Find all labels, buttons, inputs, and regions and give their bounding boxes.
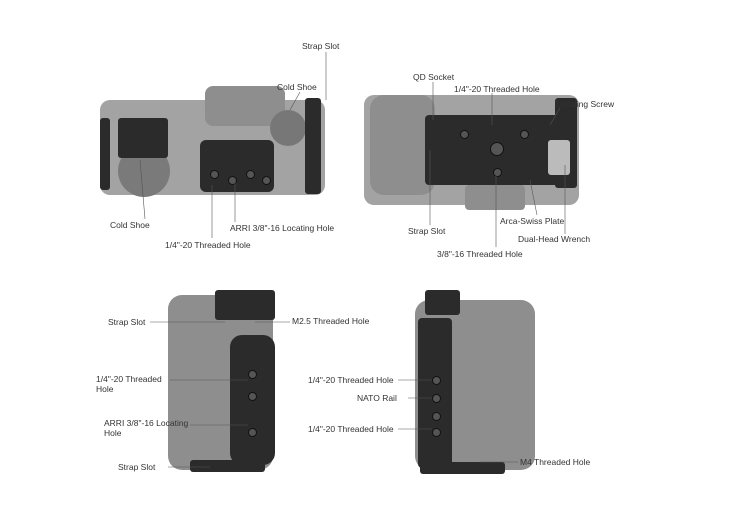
threaded-hole-marker [248,370,257,379]
threaded-hole-marker [493,168,502,177]
label-strap-slot: Strap Slot [302,41,340,51]
cage-top-handle [118,118,168,158]
label-threaded-hole: 1/4"-20 Threaded Hole [308,424,394,434]
threaded-hole-marker [432,394,441,403]
cage-side-strap-slot [305,98,321,194]
label-arca-swiss-plate: Arca-Swiss Plate [500,216,565,226]
threaded-hole-marker [432,412,441,421]
label-m25-threaded-hole: M2.5 Threaded Hole [292,316,370,326]
leader-line [549,107,561,126]
label-qd-socket: QD Socket [413,72,455,82]
threaded-hole-marker [520,130,529,139]
label-arri-locating-hole: ARRI 3/8"-16 Locating Hole [230,223,335,233]
dual-head-wrench [548,140,570,175]
label-cold-shoe: Cold Shoe [277,82,317,92]
threaded-hole-marker [228,176,237,185]
nato-rail-frame [418,318,452,468]
label-strap-slot: Strap Slot [108,317,146,327]
label-nato-rail: NATO Rail [357,393,397,403]
camera-grip [370,95,435,195]
threaded-hole-marker [432,376,441,385]
threaded-hole-marker [246,170,255,179]
leader-line [139,159,146,220]
label-strap-slot: Strap Slot [408,226,446,236]
label-threaded-hole: 3/8"-16 Threaded Hole [437,249,523,259]
label-locating-screw: Locating Screw [556,99,615,109]
label-cold-shoe: Cold Shoe [110,220,150,230]
label-arri-locating-hole: ARRI 3/8"-16 Locating Hole [104,418,189,438]
camera-dial-right [270,110,306,146]
label-dual-head-wrench: Dual-Head Wrench [518,234,591,244]
threaded-hole-marker [460,130,469,139]
threaded-hole-marker [248,392,257,401]
leader-line [289,91,301,111]
cage-base-left [190,460,265,472]
label-strap-slot: Strap Slot [118,462,156,472]
label-threaded-hole: 1/4"-20 Threaded Hole [308,375,394,385]
threaded-hole-marker [210,170,219,179]
lens-mount [465,185,525,210]
cage-top-mount-right [425,290,460,315]
cage-top-plate [200,140,274,192]
label-m4-threaded-hole: M4 Threaded Hole [520,457,591,467]
label-threaded-hole: 1/4"-20 Threaded Hole [454,84,540,94]
threaded-hole-marker [262,176,271,185]
threaded-hole-marker [248,428,257,437]
label-threaded-hole: 1/4"-20 Threaded Hole [165,240,251,250]
threaded-hole-marker [490,142,504,156]
cage-base-right [420,462,505,474]
leader-line [529,179,538,216]
label-threaded-hole: 1/4"-20 Threaded Hole [96,374,162,394]
threaded-hole-marker [432,428,441,437]
cage-side-left [100,118,110,190]
cage-top-mount [215,290,275,320]
